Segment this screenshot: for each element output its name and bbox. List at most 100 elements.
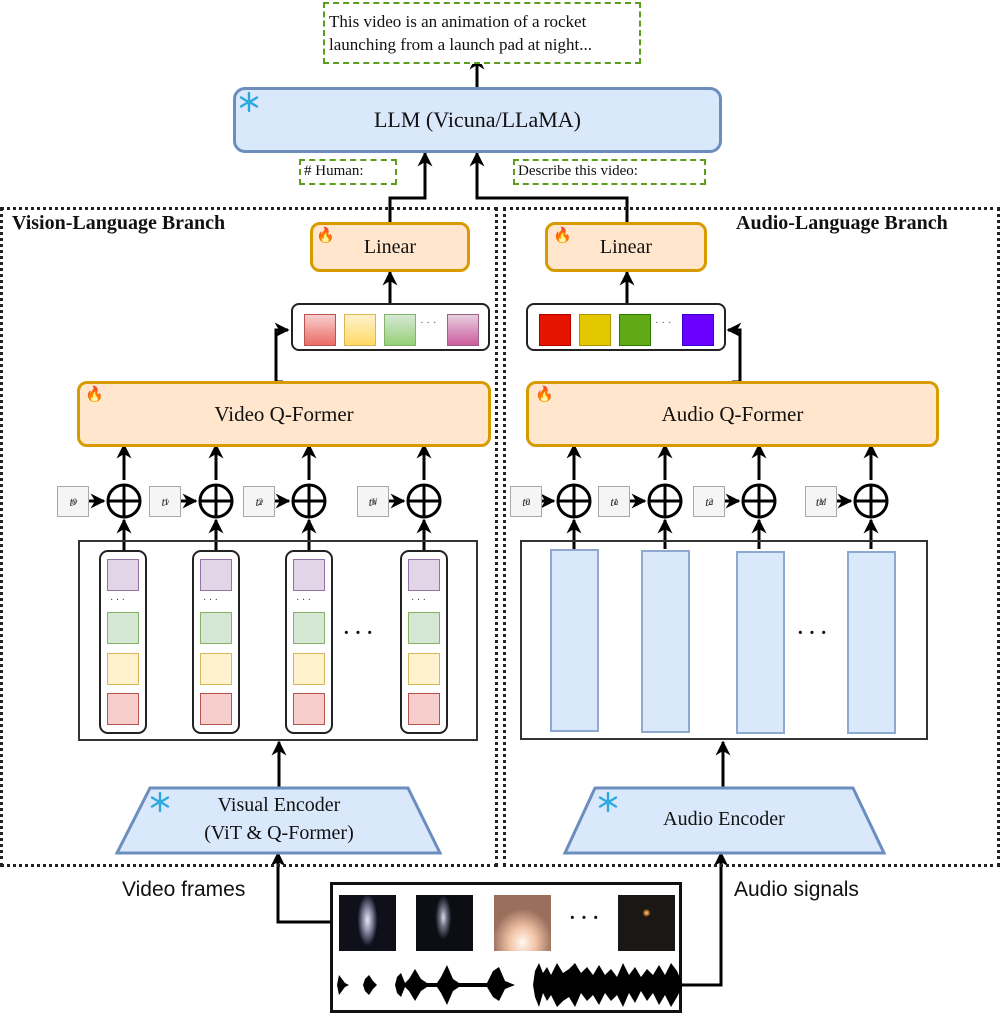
add-circles bbox=[106, 483, 889, 519]
audio-column-arrows bbox=[540, 443, 879, 549]
vision-language-branch bbox=[0, 207, 498, 867]
vision-output-token bbox=[384, 314, 416, 346]
input-media-box: · · · bbox=[330, 882, 683, 1013]
frame-token-yellow bbox=[107, 653, 139, 685]
frame-token-green bbox=[293, 612, 325, 644]
audio-branch-title: Audio-Language Branch bbox=[736, 212, 948, 234]
ellipsis: · · · bbox=[343, 622, 374, 644]
fire-icon: 🔥 bbox=[316, 228, 335, 244]
vision-column-arrows bbox=[89, 443, 432, 551]
frame-token-yellow bbox=[293, 653, 325, 685]
ellipsis: · · · bbox=[569, 907, 600, 929]
frame-token-purple bbox=[107, 559, 139, 591]
output-line-1: This video is an animation of a rocket bbox=[329, 12, 587, 31]
vision-branch-title: Vision-Language Branch bbox=[12, 212, 226, 234]
frame-token-purple bbox=[408, 559, 440, 591]
vision-output-token bbox=[447, 314, 479, 346]
human-prompt-box: # Human: bbox=[299, 159, 397, 185]
vision-linear-label: Linear bbox=[363, 235, 417, 258]
fire-icon: 🔥 bbox=[85, 387, 104, 403]
audio-feature-bar bbox=[736, 551, 785, 734]
vision-frame-features: · · · · · · · · · · · · · · · bbox=[78, 540, 478, 741]
instruction-prompt-text: Describe this video: bbox=[518, 163, 638, 179]
frame-token-red bbox=[200, 693, 232, 725]
audio-linear-label: Linear bbox=[599, 235, 653, 258]
audio-signals-label: Audio signals bbox=[734, 878, 859, 901]
vision-output-token bbox=[304, 314, 336, 346]
ellipsis: · · · bbox=[655, 317, 672, 329]
ellipsis: · · · bbox=[797, 622, 828, 644]
ellipsis: · · · bbox=[296, 595, 311, 606]
frame-feature-column: · · · bbox=[285, 550, 333, 734]
audio-waveform bbox=[337, 963, 683, 1007]
visual-encoder-line2: (ViT & Q-Former) bbox=[204, 822, 354, 844]
human-prompt-text: # Human: bbox=[304, 163, 364, 179]
frame-token-green bbox=[408, 612, 440, 644]
video-frame-thumbnail bbox=[416, 895, 473, 951]
vision-output-token bbox=[344, 314, 376, 346]
frame-feature-column: · · · bbox=[192, 550, 240, 734]
ellipsis: · · · bbox=[110, 595, 125, 606]
snowflake-icon bbox=[597, 791, 619, 813]
snowflake-icon bbox=[149, 791, 171, 813]
audio-output-token bbox=[682, 314, 714, 346]
audio-to-llm-arrow bbox=[469, 151, 629, 225]
vision-to-llm-arrow bbox=[388, 151, 433, 225]
audio-output-token bbox=[619, 314, 651, 346]
visual-encoder-label: Visual Encoder (ViT & Q-Former) bbox=[150, 791, 408, 847]
visual-encoder-line1: Visual Encoder bbox=[217, 794, 341, 816]
video-qformer-label: Video Q-Former bbox=[214, 401, 354, 426]
llm-label: LLM (Vicuna/LLaMA) bbox=[373, 107, 581, 132]
frame-feature-column: · · · bbox=[99, 550, 147, 734]
frame-token-yellow bbox=[200, 653, 232, 685]
ellipsis: · · · bbox=[411, 595, 426, 606]
vision-linear-box: Linear bbox=[310, 222, 470, 272]
audio-feature-bar bbox=[847, 551, 896, 734]
output-line-2: launching from a launch pad at night... bbox=[329, 35, 592, 54]
ellipsis: · · · bbox=[203, 595, 218, 606]
frame-token-purple bbox=[293, 559, 325, 591]
audio-output-token bbox=[539, 314, 571, 346]
frame-token-purple bbox=[200, 559, 232, 591]
frame-token-yellow bbox=[408, 653, 440, 685]
video-qformer-box: Video Q-Former bbox=[77, 381, 491, 447]
audio-feature-bar bbox=[550, 549, 599, 732]
fire-icon: 🔥 bbox=[535, 387, 554, 403]
frame-token-red bbox=[107, 693, 139, 725]
audio-encoder-label: Audio Encoder bbox=[595, 808, 853, 831]
audio-qformer-box: Audio Q-Former bbox=[526, 381, 939, 447]
audio-output-token bbox=[579, 314, 611, 346]
video-frame-thumbnail bbox=[618, 895, 675, 951]
audio-add-circles bbox=[556, 483, 889, 519]
instruction-prompt-box: Describe this video: bbox=[513, 159, 706, 185]
audio-to-audio-encoder-arrow bbox=[680, 851, 729, 987]
video-frame-thumbnail bbox=[339, 895, 396, 951]
frame-feature-column: · · · bbox=[400, 550, 448, 734]
llm-box: LLM (Vicuna/LLaMA) bbox=[233, 87, 722, 153]
frame-token-red bbox=[408, 693, 440, 725]
frame-token-green bbox=[107, 612, 139, 644]
frame-token-red bbox=[293, 693, 325, 725]
audio-features: · · · bbox=[520, 540, 928, 740]
vision-add-circles bbox=[106, 483, 442, 519]
audio-language-branch bbox=[503, 207, 1000, 867]
video-frame-thumbnail bbox=[494, 895, 551, 951]
video-frames-label: Video frames bbox=[122, 878, 246, 901]
audio-qformer-label: Audio Q-Former bbox=[661, 401, 804, 426]
audio-encoder-text: Audio Encoder bbox=[663, 808, 785, 830]
audio-output-tokens: · · · bbox=[526, 303, 726, 351]
audio-linear-box: Linear bbox=[545, 222, 707, 272]
output-response-box: This video is an animation of a rocket l… bbox=[323, 2, 641, 64]
fire-icon: 🔥 bbox=[553, 228, 572, 244]
frames-to-visual-encoder-arrow bbox=[270, 851, 338, 924]
audio-feature-bar bbox=[641, 550, 690, 733]
vision-output-tokens: · · · bbox=[291, 303, 490, 351]
frame-token-green bbox=[200, 612, 232, 644]
